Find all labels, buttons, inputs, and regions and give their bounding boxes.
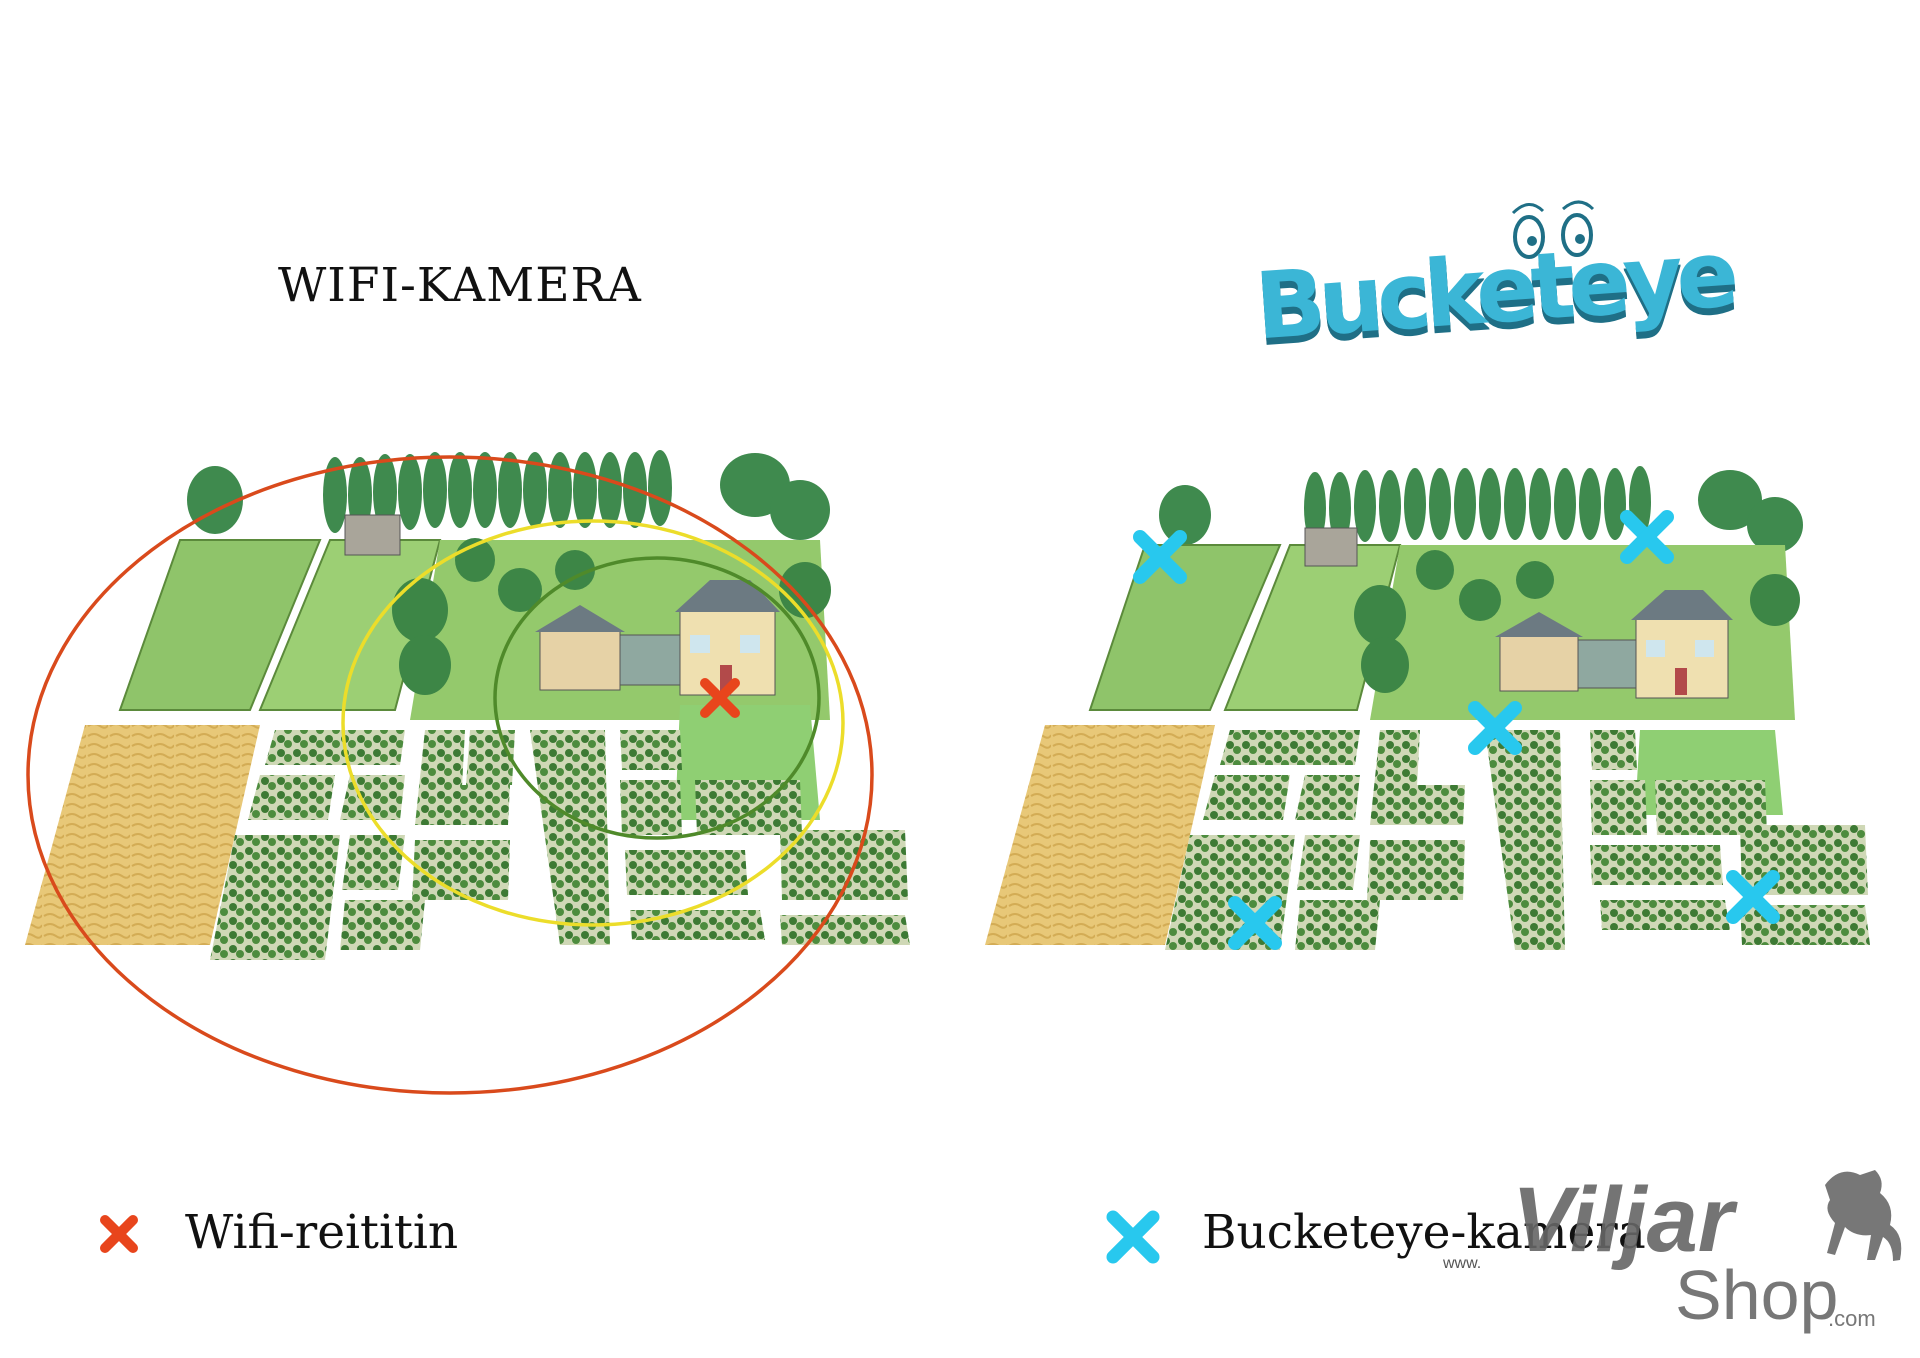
- router-legend-x-mark-icon: [100, 1215, 138, 1253]
- router-x-mark-icon: [700, 678, 740, 718]
- watermark-suffix: Shop: [1675, 1256, 1839, 1334]
- right-farm-illustration: [985, 460, 1885, 980]
- camera-x-mark-icon: [1620, 510, 1674, 564]
- brand-name: Bucketeye: [1251, 220, 1736, 361]
- farmhouse: [535, 580, 780, 696]
- camera-x-mark-icon: [1726, 870, 1780, 924]
- camera-legend-x-mark-icon: [1106, 1210, 1160, 1264]
- horse-icon: [1825, 1170, 1902, 1261]
- left-panel-title: WIFI-KAMERA: [278, 258, 642, 313]
- watermark-name: Viljar: [1512, 1169, 1734, 1271]
- camera-x-mark-icon: [1468, 701, 1522, 755]
- left-farm-illustration: [20, 440, 920, 1100]
- watermark-prefix: www.: [1443, 1255, 1482, 1272]
- range-outer: [26, 455, 874, 1095]
- eyes-icon: [1511, 200, 1595, 259]
- tree-row: [187, 450, 830, 540]
- bucketeye-logo: Bucketeye: [1252, 195, 1735, 375]
- camera-x-mark-icon: [1133, 530, 1187, 584]
- camera-legend-label: Bucketeye-kamera: [1202, 1205, 1646, 1260]
- camera-x-mark-icon: [1228, 896, 1282, 950]
- router-legend-label: Wifi-reititin: [185, 1205, 459, 1260]
- range-inner: [493, 556, 821, 840]
- watermark-domain: .com: [1828, 1306, 1876, 1331]
- range-middle: [341, 519, 845, 927]
